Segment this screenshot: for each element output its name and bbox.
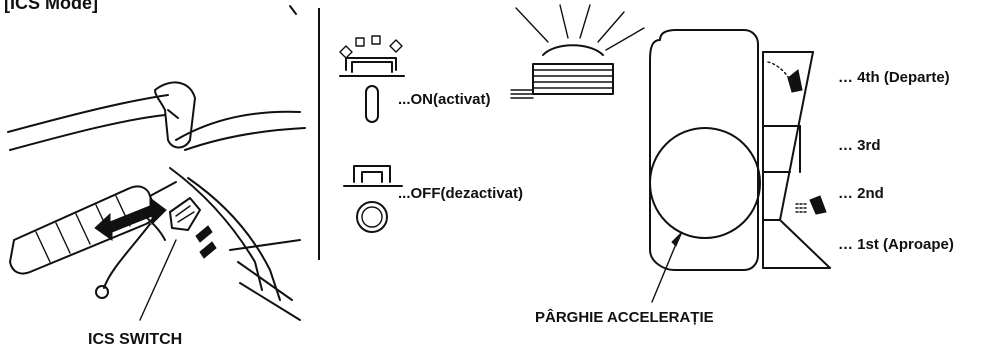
- switch-off-indicator: [343, 165, 403, 233]
- ics-switch-label: ICS SWITCH: [88, 331, 183, 348]
- off-state-label: ...OFF(dezactivat): [398, 185, 524, 202]
- handlebar-illustration: [7, 5, 306, 321]
- illuminated-button-icon: [510, 4, 645, 99]
- gear-scale: [762, 51, 831, 269]
- throttle-lever-label: PÂRGHIE ACCELERAȚIE: [535, 309, 714, 326]
- gear-label-3rd: … 3rd: [838, 137, 881, 154]
- throttle-lever-illustration: [649, 29, 761, 303]
- gear-label-4th: … 4th (Departe): [838, 69, 950, 86]
- gear-label-2nd: … 2nd: [838, 185, 884, 202]
- page-title: [ICS Mode]: [4, 0, 98, 13]
- on-state-label: ...ON(activat): [398, 91, 491, 108]
- switch-on-indicator: [339, 35, 405, 123]
- gear-label-1st: … 1st (Aproape): [838, 236, 954, 253]
